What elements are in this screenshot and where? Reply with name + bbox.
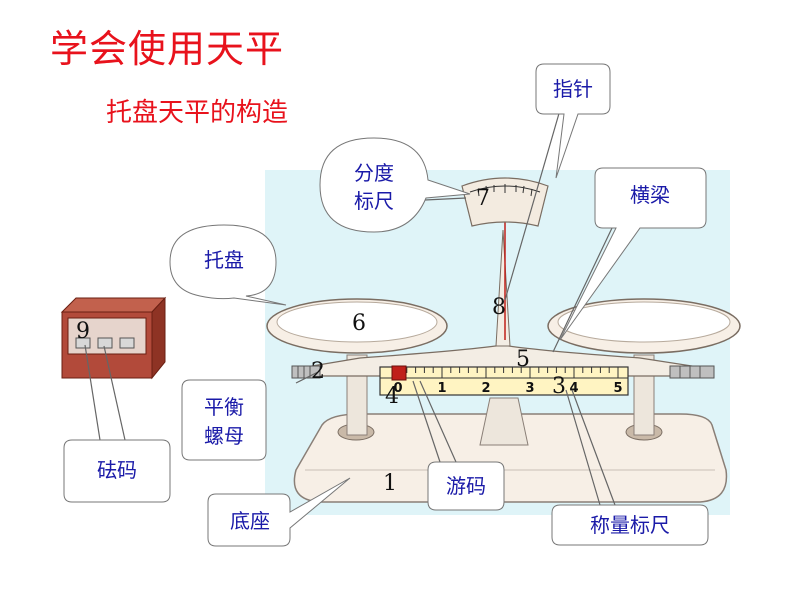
callout-pan: 托盘 (169, 224, 287, 306)
callout-base-text: 底座 (230, 509, 270, 533)
scale-dial (461, 177, 549, 227)
left-pan (266, 298, 448, 354)
callout-scale: 分度 标尺 (319, 137, 471, 233)
weight-box (60, 296, 167, 380)
callout-weights: 砝码 (63, 439, 171, 503)
ruler-tick-label: 3 (525, 381, 534, 396)
callout-nut-line2: 螺母 (204, 424, 244, 448)
callout-beam-scale-text: 称量标尺 (590, 513, 670, 537)
ruler-tick-label: 4 (569, 381, 578, 396)
callout-beam: 横梁 (559, 167, 707, 341)
part-number-6: 6 (352, 311, 366, 336)
callout-pointer: 指针 (535, 63, 611, 179)
part-number-5: 5 (516, 347, 530, 372)
callout-scale-line2: 标尺 (354, 189, 394, 213)
part-number-9: 9 (76, 319, 90, 344)
callout-base: 底座 (207, 477, 351, 547)
leader-lines (84, 109, 616, 506)
callout-nut-line1: 平衡 (204, 395, 244, 419)
balance-nut-right (669, 365, 715, 379)
part-number-7: 7 (476, 186, 490, 211)
callout-weights-text: 砝码 (97, 458, 137, 482)
rider (391, 365, 407, 381)
part-number-1: 1 (383, 471, 397, 496)
ruler-tick-label: 2 (481, 381, 490, 396)
callout-rider: 游码 (427, 461, 505, 511)
callout-rider-text: 游码 (446, 474, 486, 498)
callout-beam-text: 横梁 (630, 183, 670, 207)
callout-pan-text: 托盘 (204, 248, 244, 272)
callout-nut: 平衡 螺母 (181, 379, 267, 461)
ruler-tick-label: 1 (437, 381, 446, 396)
part-number-4: 4 (385, 384, 399, 409)
pointer (495, 229, 511, 347)
callout-pointer-text: 指针 (553, 77, 593, 101)
callout-scale-line1: 分度 (354, 161, 394, 185)
center-support (479, 397, 529, 446)
ruler-tick-label: 5 (613, 381, 622, 396)
part-number-8: 8 (492, 295, 506, 320)
page-subtitle: 托盘天平的构造 (106, 98, 289, 128)
page-title: 学会使用天平 (50, 27, 285, 71)
right-pan (547, 298, 741, 354)
callout-beam-scale: 称量标尺 (551, 504, 709, 546)
part-number-2: 2 (311, 359, 325, 384)
part-number-3: 3 (552, 374, 566, 399)
ruler-tick-label: 0 (393, 381, 402, 396)
